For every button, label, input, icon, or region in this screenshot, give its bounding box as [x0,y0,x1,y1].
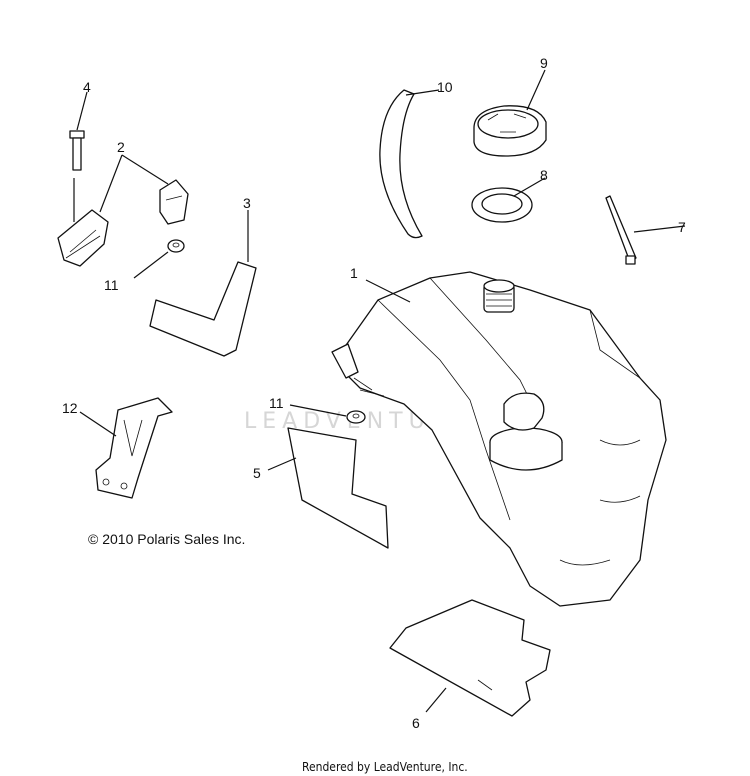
callout-11-upper: 11 [104,277,119,293]
part-l-pad [149,261,257,357]
callout-2: 2 [117,139,125,155]
part-fuel-cap [473,105,547,157]
part-fuel-tank [331,271,667,607]
callout-9: 9 [540,55,548,71]
copyright-text: © 2010 Polaris Sales Inc. [88,531,245,547]
callout-1: 1 [350,265,358,281]
part-bracket [57,179,189,267]
callout-11-lower: 11 [269,395,284,411]
callout-10: 10 [437,79,453,95]
part-washer-lower [346,410,366,424]
part-side-pad [287,427,389,549]
part-bottom-pad [389,599,551,717]
part-washer-upper [167,239,185,253]
callout-6: 6 [412,715,420,731]
callout-3: 3 [243,195,251,211]
part-mount-bracket [95,397,173,499]
footer-credit: Rendered by LeadVenture, Inc. [302,760,468,774]
callout-12: 12 [62,400,78,416]
callout-8: 8 [540,167,548,183]
leader-lines [76,69,686,713]
part-gasket-ring [471,187,533,223]
callout-7: 7 [678,219,686,235]
part-bolt [69,130,85,222]
callout-5: 5 [253,465,261,481]
part-hose [379,89,423,239]
part-cable-tie [605,195,637,265]
callout-labels: 4 2 3 10 9 8 7 1 11 11 12 5 6 [62,55,686,731]
callout-4: 4 [83,79,91,95]
